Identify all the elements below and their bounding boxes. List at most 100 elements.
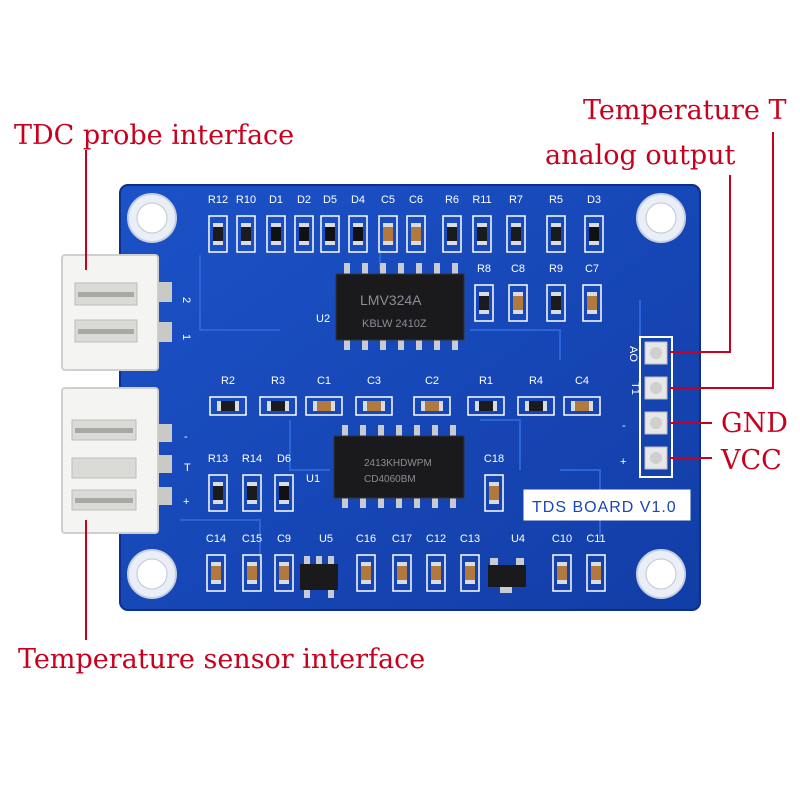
silk-label-r4: R4 <box>529 375 543 387</box>
silk-label-d4: D4 <box>351 194 365 206</box>
silk-label-r3: R3 <box>271 375 285 387</box>
chip-u2-marking-1: LMV324A <box>360 292 422 308</box>
component-r7 <box>506 215 526 253</box>
pcb-board <box>119 184 701 611</box>
component-c8 <box>508 284 528 322</box>
callout-analog-output: analog output <box>545 140 736 171</box>
component-c11 <box>586 554 606 592</box>
pin-label-plus: + <box>620 456 626 468</box>
mounting-holes <box>127 193 686 599</box>
component-r1 <box>467 396 505 416</box>
silk-label-c4: C4 <box>575 375 589 387</box>
silk-label-c14: C14 <box>206 533 226 545</box>
silk-label-c1: C1 <box>317 375 331 387</box>
connector-top-pin-2: 2 <box>180 297 192 303</box>
pin-label-ao: AO <box>627 346 639 362</box>
component-r13 <box>208 474 228 512</box>
silk-label-r11: R11 <box>472 194 491 206</box>
component-c3 <box>355 396 393 416</box>
component-d6 <box>274 474 294 512</box>
component-d2 <box>294 215 314 253</box>
component-c18 <box>484 474 504 512</box>
callout-temp-t: Temperature T <box>583 95 787 126</box>
connector-bottom-pin-t: T <box>184 462 191 474</box>
callout-tdc-probe-interface: TDC probe interface <box>14 120 295 151</box>
connector-bottom-pin-minus: - <box>184 431 188 443</box>
pin-header <box>639 336 673 478</box>
connector-bottom-pin-plus: + <box>183 496 189 508</box>
connector-top-pin-1: 1 <box>180 334 192 340</box>
component-c9 <box>274 554 294 592</box>
component-c16 <box>356 554 376 592</box>
callout-vcc: VCC <box>721 445 782 476</box>
board-name: TDS BOARD V1.0 <box>532 499 677 516</box>
silk-label-c15: C15 <box>242 533 262 545</box>
silk-label-d3: D3 <box>587 194 601 206</box>
component-c15 <box>242 554 262 592</box>
component-c13 <box>460 554 480 592</box>
component-c12 <box>426 554 446 592</box>
chip-u1: 2413KHDWPM CD4060BM <box>333 425 465 508</box>
component-c4 <box>563 396 601 416</box>
chip-u1-marking-1: 2413KHDWPM <box>364 458 432 469</box>
silk-label-d5: D5 <box>323 194 337 206</box>
chip-ref-u2: U2 <box>316 313 330 325</box>
callout-line-temp-out <box>670 132 774 389</box>
silk-label-c7: C7 <box>585 263 599 275</box>
silk-label-c16: C16 <box>356 533 376 545</box>
callout-temp-sensor-interface: Temperature sensor interface <box>18 644 426 675</box>
component-r2 <box>209 396 247 416</box>
board-name-frame <box>523 489 691 521</box>
component-d4 <box>348 215 368 253</box>
component-d5 <box>320 215 340 253</box>
silk-label-c12: C12 <box>426 533 446 545</box>
silk-label-r6: R6 <box>445 194 459 206</box>
silk-label-r12: R12 <box>208 194 228 206</box>
chip-ref-u1: U1 <box>306 473 320 485</box>
component-c14 <box>206 554 226 592</box>
component-c7 <box>582 284 602 322</box>
smd-components <box>206 215 606 592</box>
component-r3 <box>259 396 297 416</box>
silk-label-r13: R13 <box>208 453 228 465</box>
component-r6 <box>442 215 462 253</box>
chip-u1-marking-2: CD4060BM <box>364 474 416 485</box>
component-r10 <box>236 215 256 253</box>
silk-label-c6: C6 <box>409 194 423 206</box>
pin-label-t1: T1 <box>629 382 641 395</box>
silk-label-c2: C2 <box>425 375 439 387</box>
silk-label-c13: C13 <box>460 533 480 545</box>
chip-u2-marking-2: KBLW 2410Z <box>362 318 427 330</box>
silk-label-u4: U4 <box>511 533 525 545</box>
component-r12 <box>208 215 228 253</box>
callout-line-analog-out <box>670 175 731 353</box>
silk-label-c10: C10 <box>552 533 572 545</box>
silk-label-c17: C17 <box>392 533 412 545</box>
temp-sensor-connector <box>61 387 172 534</box>
silk-label-c11: C11 <box>586 533 605 545</box>
silk-label-r5: R5 <box>549 194 563 206</box>
pin-label-minus: - <box>622 420 626 432</box>
component-c5 <box>378 215 398 253</box>
silk-label-c5: C5 <box>381 194 395 206</box>
tdc-probe-connector <box>61 254 172 371</box>
silk-label-u5: U5 <box>319 533 333 545</box>
silk-label-c9: C9 <box>277 533 291 545</box>
callout-gnd: GND <box>721 408 788 439</box>
component-c1 <box>305 396 343 416</box>
component-r4 <box>517 396 555 416</box>
silk-label-r8: R8 <box>477 263 491 275</box>
silk-label-r2: R2 <box>221 375 235 387</box>
silk-label-c3: C3 <box>367 375 381 387</box>
chip-u5 <box>300 556 338 598</box>
silk-label-d1: D1 <box>269 194 283 206</box>
component-c6 <box>406 215 426 253</box>
component-r11 <box>472 215 492 253</box>
component-c2 <box>413 396 451 416</box>
silk-label-c8: C8 <box>511 263 525 275</box>
component-r5 <box>546 215 566 253</box>
silk-label-d6: D6 <box>277 453 291 465</box>
silk-label-r7: R7 <box>509 194 523 206</box>
